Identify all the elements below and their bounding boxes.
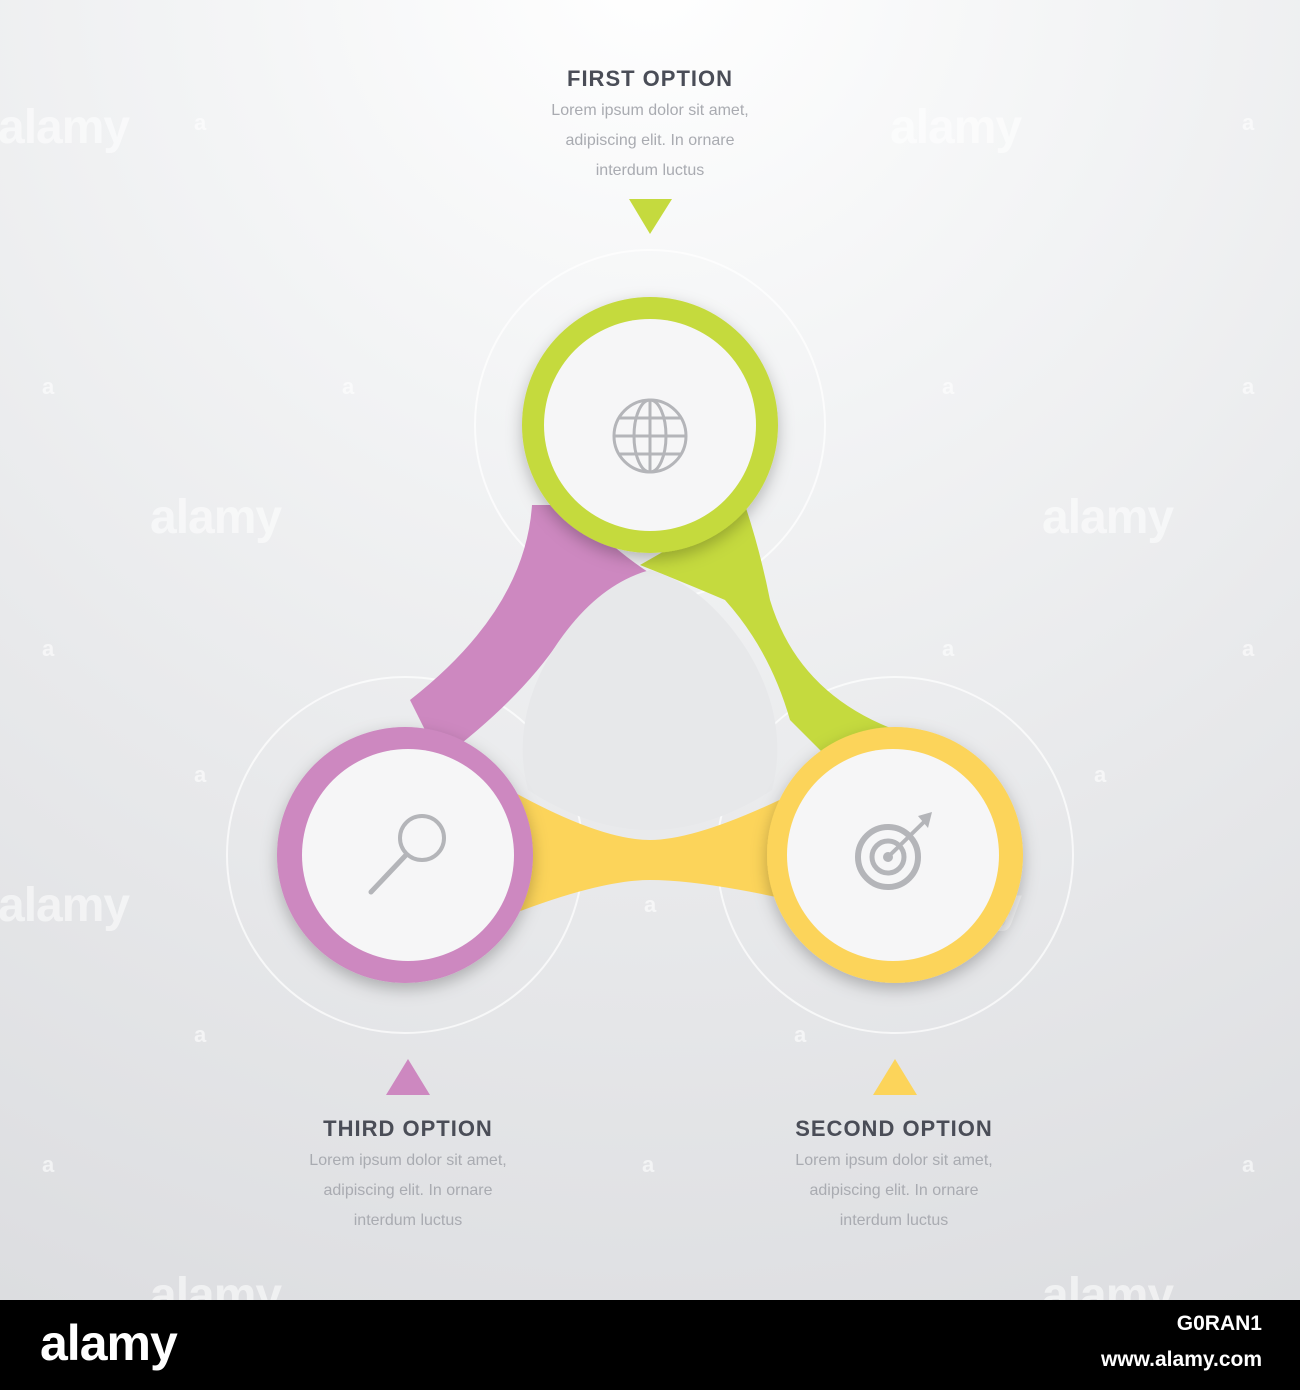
second-option-desc-line: adipiscing elit. In ornare bbox=[809, 1182, 979, 1199]
connector-band-first bbox=[640, 505, 910, 770]
third-option-desc-line: interdum luctus bbox=[353, 1212, 463, 1229]
pointer-first bbox=[629, 199, 672, 234]
third-option-description: Lorem ipsum dolor sit amet, adipiscing e… bbox=[248, 1146, 568, 1236]
globe-icon bbox=[612, 398, 688, 474]
target-icon bbox=[855, 812, 932, 890]
pointer-second bbox=[873, 1059, 917, 1095]
first-option-desc-line: adipiscing elit. In ornare bbox=[565, 132, 735, 149]
center-hole bbox=[522, 570, 778, 830]
footer-bar: alamy G0RAN1 www.alamy.com bbox=[0, 1300, 1300, 1390]
footer-image-id: G0RAN1 bbox=[1176, 1312, 1262, 1335]
first-option-title: FIRST OPTION bbox=[567, 66, 733, 91]
cycle-diagram bbox=[226, 199, 1074, 1095]
pointer-third bbox=[386, 1059, 430, 1095]
node-second-face bbox=[787, 749, 999, 961]
footer-url: www.alamy.com bbox=[1100, 1348, 1262, 1371]
infographic-canvas: alamy alamy alamy alamy alamy alamy alam… bbox=[0, 0, 1300, 1300]
second-option-title: SECOND OPTION bbox=[795, 1116, 993, 1141]
connector-band-second bbox=[510, 790, 800, 915]
third-option-desc-line: Lorem ipsum dolor sit amet, bbox=[309, 1152, 507, 1169]
footer-logo: alamy bbox=[40, 1315, 178, 1371]
magnifier-icon bbox=[368, 814, 446, 895]
second-option-desc-line: Lorem ipsum dolor sit amet, bbox=[795, 1152, 993, 1169]
first-option-desc-line: Lorem ipsum dolor sit amet, bbox=[551, 102, 749, 119]
connector-band-third bbox=[410, 505, 648, 760]
second-option-description: Lorem ipsum dolor sit amet, adipiscing e… bbox=[734, 1146, 1054, 1236]
first-option-description: Lorem ipsum dolor sit amet, adipiscing e… bbox=[490, 96, 810, 186]
third-option-title: THIRD OPTION bbox=[323, 1116, 493, 1141]
first-option-desc-line: interdum luctus bbox=[595, 162, 705, 179]
third-option-desc-line: adipiscing elit. In ornare bbox=[323, 1182, 493, 1199]
node-second bbox=[767, 727, 1023, 983]
second-option-desc-line: interdum luctus bbox=[839, 1212, 949, 1229]
